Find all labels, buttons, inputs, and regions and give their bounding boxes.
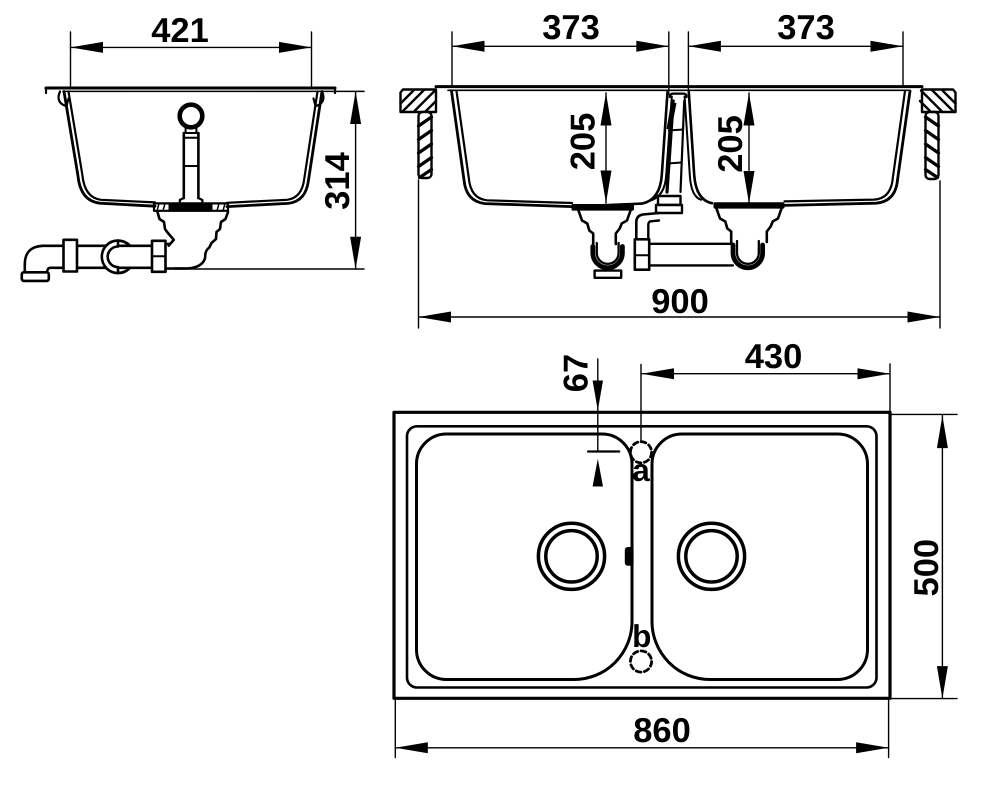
- svg-text:314: 314: [319, 152, 357, 210]
- svg-text:860: 860: [633, 712, 691, 750]
- svg-text:b: b: [632, 618, 651, 654]
- svg-text:430: 430: [745, 338, 803, 376]
- svg-text:373: 373: [777, 9, 835, 47]
- svg-text:373: 373: [542, 9, 600, 47]
- svg-text:900: 900: [651, 283, 709, 321]
- svg-text:a: a: [632, 452, 650, 488]
- svg-text:421: 421: [151, 12, 209, 50]
- svg-text:205: 205: [565, 113, 603, 171]
- svg-text:205: 205: [712, 115, 750, 173]
- svg-text:67: 67: [558, 354, 596, 392]
- svg-text:500: 500: [908, 539, 946, 597]
